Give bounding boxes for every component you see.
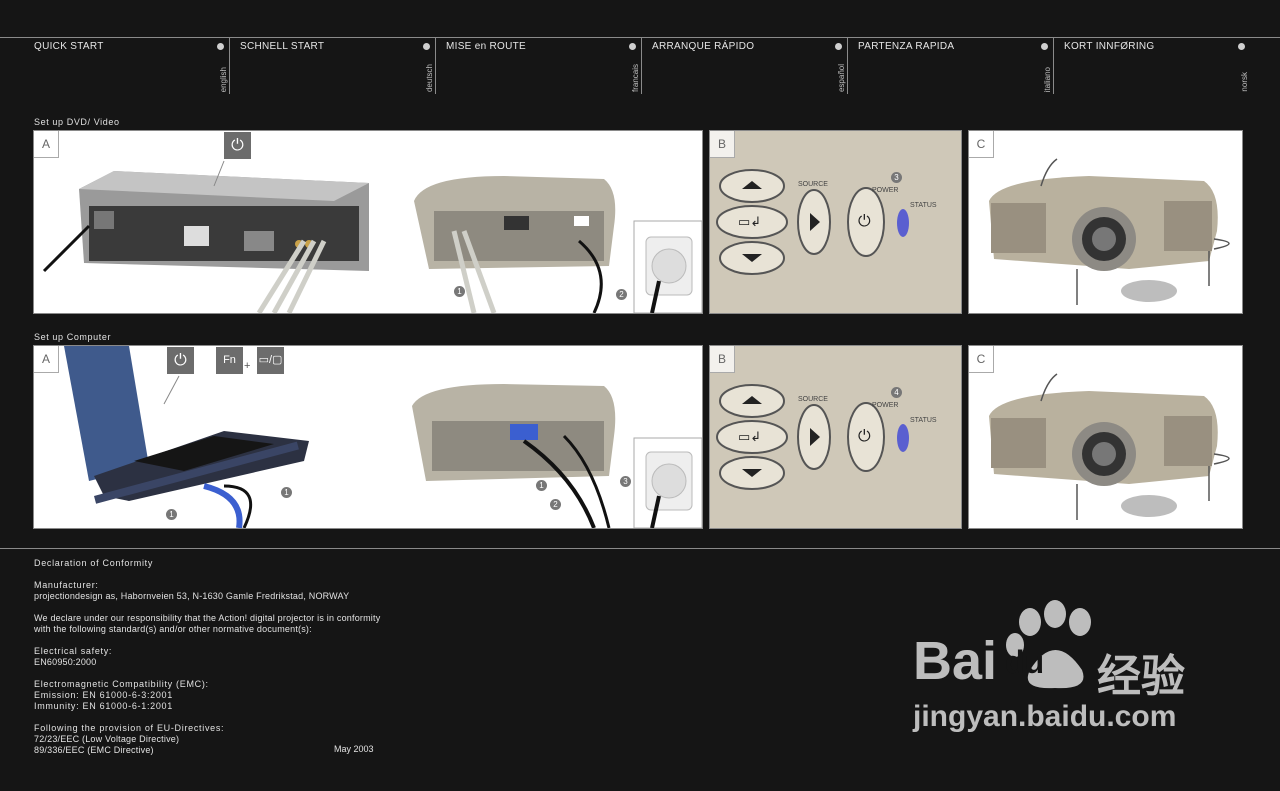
safety-label: Electrical safety: — [34, 646, 113, 656]
top-divider — [0, 37, 1280, 38]
lang-title: ARRANQUE RÁPIDO — [652, 41, 755, 52]
keypad-power-label: POWER — [872, 187, 899, 194]
lang-label: deutsch — [425, 63, 434, 92]
computer-connection-illustration — [64, 346, 702, 528]
safety-standard: EN60950:2000 — [34, 657, 97, 667]
bullet-icon — [629, 43, 636, 50]
bottom-divider — [0, 548, 1280, 549]
bullet-icon — [1238, 43, 1245, 50]
lang-col-norsk: KORT INNFØRING norsk — [1058, 38, 1250, 94]
fn-key-icon: Fn — [216, 347, 243, 374]
panel-tag-a: A — [34, 346, 59, 373]
immunity-standard: Immunity: EN 61000-6-1:2001 — [34, 701, 173, 711]
power-icon: ⏻ — [858, 213, 871, 230]
lang-title: KORT INNFØRING — [1064, 41, 1155, 52]
panel-computer-c: C — [968, 345, 1243, 529]
callout-3: 3 — [891, 172, 902, 183]
watermark-url: jingyan.baidu.com — [913, 700, 1177, 733]
bullet-icon — [217, 43, 224, 50]
emission-standard: Emission: EN 61000-6-3:2001 — [34, 690, 173, 700]
declaration-date: May 2003 — [334, 744, 374, 754]
emc-label: Electromagnetic Compatibility (EMC): — [34, 679, 209, 689]
lang-col-francais: MISE en ROUTE francais — [440, 38, 642, 94]
bullet-icon — [835, 43, 842, 50]
callout-1: 1 — [536, 480, 547, 491]
declaration-block: Declaration of Conformity Manufacturer: … — [34, 558, 380, 756]
directives-label: Following the provision of EU-Directives… — [34, 723, 225, 733]
lang-title: QUICK START — [34, 41, 104, 52]
menu-enter-icon: ▭↲ — [738, 429, 762, 444]
keypad-source-label: SOURCE — [798, 181, 828, 188]
manufacturer-text: projectiondesign as, Habornveien 53, N-1… — [34, 591, 350, 601]
statement-line: We declare under our responsibility that… — [34, 613, 381, 623]
power-icon: ⏻ — [858, 428, 871, 445]
panel-computer-a: A ⏻ Fn + ▭/▢ 1 1 1 2 3 — [33, 345, 703, 529]
directive-line: 72/23/EEC (Low Voltage Directive) — [34, 734, 180, 744]
dvd-connection-illustration — [42, 160, 702, 313]
power-icon: ⏻ — [224, 132, 251, 159]
lang-label: norsk — [1240, 72, 1249, 92]
display-toggle-icon: ▭/▢ — [257, 347, 284, 374]
callout-2: 2 — [616, 289, 627, 300]
power-icon: ⏻ — [167, 347, 194, 374]
menu-enter-icon: ▭↲ — [738, 214, 762, 229]
lang-col-english: QUICK START english — [28, 38, 230, 94]
paw-logo-icon — [1006, 600, 1091, 689]
panel-dvd-b: B SOURCE POWER STATUS ⏻ ▭↲ 3 — [709, 130, 962, 314]
lang-label: italiano — [1043, 66, 1052, 92]
panel-tag-a: A — [34, 131, 59, 158]
keypad-source-label: SOURCE — [798, 396, 828, 403]
lang-col-espanol: ARRANQUE RÁPIDO español — [646, 38, 848, 94]
directive-line: 89/336/EEC (EMC Directive) — [34, 745, 154, 755]
keypad-illustration — [716, 384, 909, 490]
keypad-status-label: STATUS — [910, 417, 937, 424]
panel-tag-b: B — [710, 131, 735, 158]
callout-3: 3 — [620, 476, 631, 487]
watermark-brand-du: du — [1005, 644, 1045, 680]
plus-sign: + — [244, 360, 251, 372]
watermark-cn: 经验 — [1097, 652, 1185, 701]
lang-label: english — [219, 66, 228, 92]
callout-2: 2 — [550, 499, 561, 510]
bullet-icon — [423, 43, 430, 50]
callout-4: 4 — [891, 387, 902, 398]
projector-illustration — [989, 373, 1230, 520]
callout-1: 1 — [166, 509, 177, 520]
panel-tag-b: B — [710, 346, 735, 373]
section-title-computer: Set up Computer — [34, 332, 112, 342]
panel-tag-c: C — [969, 131, 994, 158]
projector-illustration — [989, 158, 1230, 305]
callout-1: 1 — [281, 487, 292, 498]
panel-dvd-a: A ⏻ 1 2 — [33, 130, 703, 314]
bullet-icon — [1041, 43, 1048, 50]
lang-title: MISE en ROUTE — [446, 41, 527, 52]
lang-col-deutsch: SCHNELL START deutsch — [234, 38, 436, 94]
lang-col-italiano: PARTENZA RAPIDA italiano — [852, 38, 1054, 94]
lang-title: SCHNELL START — [240, 41, 325, 52]
keypad-illustration — [716, 169, 909, 275]
lang-title: PARTENZA RAPIDA — [858, 41, 955, 52]
declaration-title: Declaration of Conformity — [34, 558, 154, 568]
statement-line: with the following standard(s) and/or ot… — [34, 624, 312, 634]
keypad-power-label: POWER — [872, 402, 899, 409]
lang-label: español — [837, 63, 846, 92]
manufacturer-label: Manufacturer: — [34, 580, 99, 590]
panel-dvd-c: C — [968, 130, 1243, 314]
keypad-status-label: STATUS — [910, 202, 937, 209]
panel-computer-b: B SOURCE POWER STATUS ⏻ ▭↲ 4 — [709, 345, 962, 529]
callout-1: 1 — [454, 286, 465, 297]
lang-label: francais — [631, 63, 640, 92]
panel-tag-c: C — [969, 346, 994, 373]
watermark-brand-bai: Bai — [913, 631, 998, 691]
section-title-dvd: Set up DVD/ Video — [34, 117, 120, 127]
